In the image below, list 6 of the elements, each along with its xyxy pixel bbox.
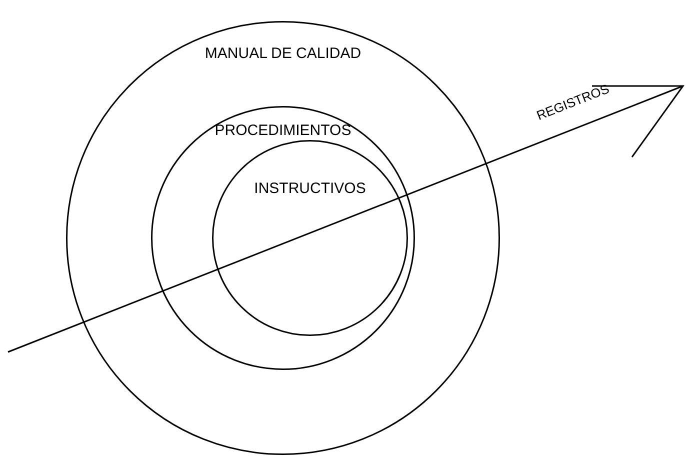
circle (66, 21, 500, 455)
circle-label: PROCEDIMIENTOS (214, 122, 352, 139)
circle (151, 106, 415, 370)
circle-label: MANUAL DE CALIDAD (204, 45, 362, 62)
circle-label: INSTRUCTIVOS (253, 180, 367, 197)
circle (212, 140, 408, 336)
